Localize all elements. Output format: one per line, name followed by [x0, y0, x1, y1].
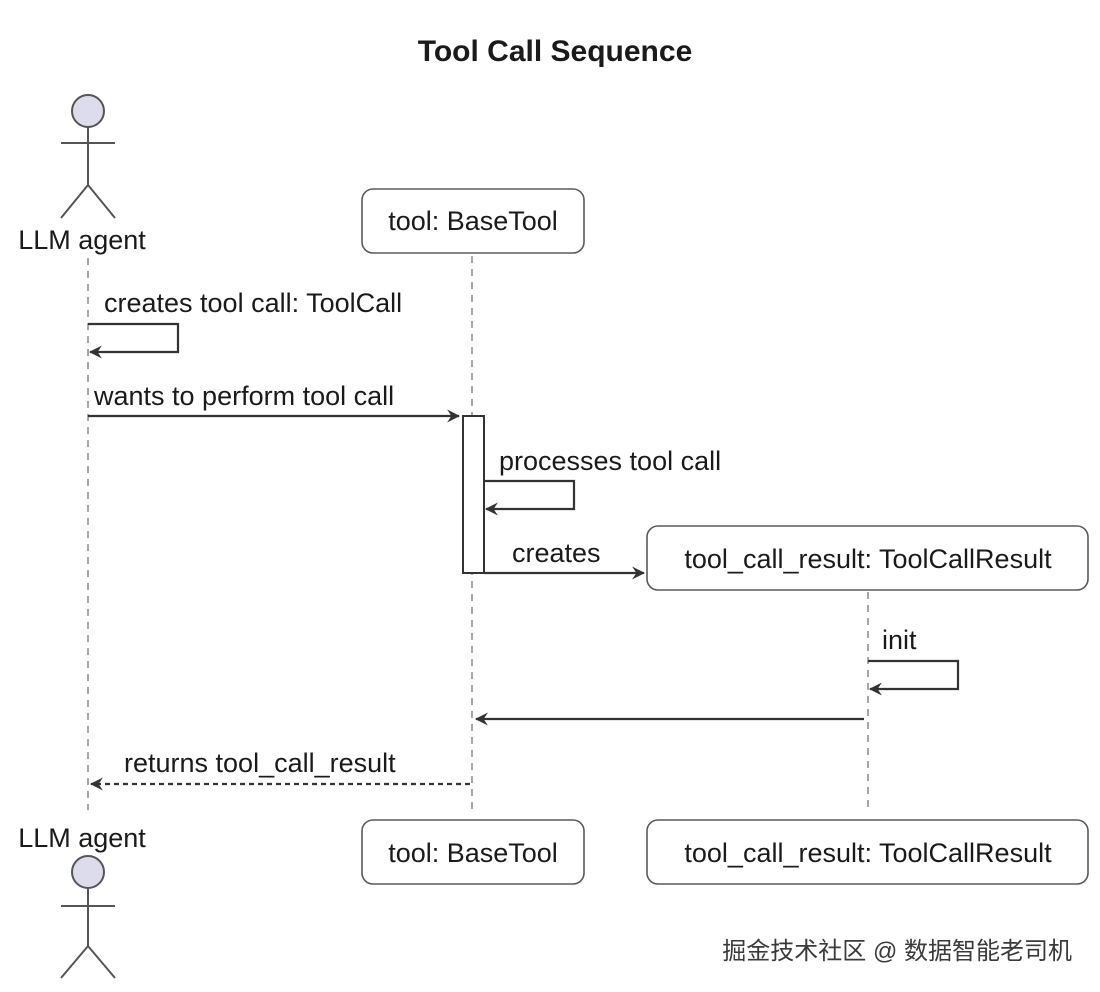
- message-label: init: [882, 625, 917, 655]
- tool-activation-bar: [462, 415, 485, 574]
- diagram-title: Tool Call Sequence: [418, 35, 693, 68]
- actor-llm-agent-top: LLM agent: [18, 94, 146, 255]
- participant-tool-bottom: tool: BaseTool: [361, 819, 585, 885]
- actor-label: LLM agent: [18, 823, 146, 853]
- participant-tool-call-result-bottom: tool_call_result: ToolCallResult: [646, 819, 1089, 885]
- watermark: 掘金技术社区 @ 数据智能老司机: [722, 938, 1072, 965]
- message-label: wants to perform tool call: [93, 381, 394, 411]
- actor-head-icon: [71, 855, 105, 889]
- message-label: creates tool call: ToolCall: [104, 288, 402, 318]
- actor-llm-agent-bottom: LLM agent: [18, 823, 146, 979]
- participant-label: tool: BaseTool: [388, 838, 558, 868]
- message-init: init: [868, 625, 960, 696]
- participant-tool-top: tool: BaseTool: [361, 188, 585, 254]
- message-label: creates: [512, 538, 601, 568]
- message-processes-tool-call: processes tool call: [484, 446, 721, 516]
- message-wants-to-perform: wants to perform tool call: [88, 381, 461, 423]
- actor-head-icon: [71, 94, 105, 128]
- message-label: processes tool call: [499, 446, 721, 476]
- participant-tool-call-result-top: tool_call_result: ToolCallResult: [646, 525, 1089, 591]
- message-label: returns tool_call_result: [124, 748, 396, 778]
- actor-label: LLM agent: [18, 225, 146, 255]
- participant-label: tool: BaseTool: [388, 206, 558, 236]
- participant-label: tool_call_result: ToolCallResult: [684, 544, 1052, 574]
- message-returns-tool-call-result: returns tool_call_result: [89, 748, 470, 791]
- message-creates-tool-call: creates tool call: ToolCall: [88, 288, 402, 359]
- message-creates: creates: [484, 538, 646, 580]
- participant-label: tool_call_result: ToolCallResult: [684, 838, 1052, 868]
